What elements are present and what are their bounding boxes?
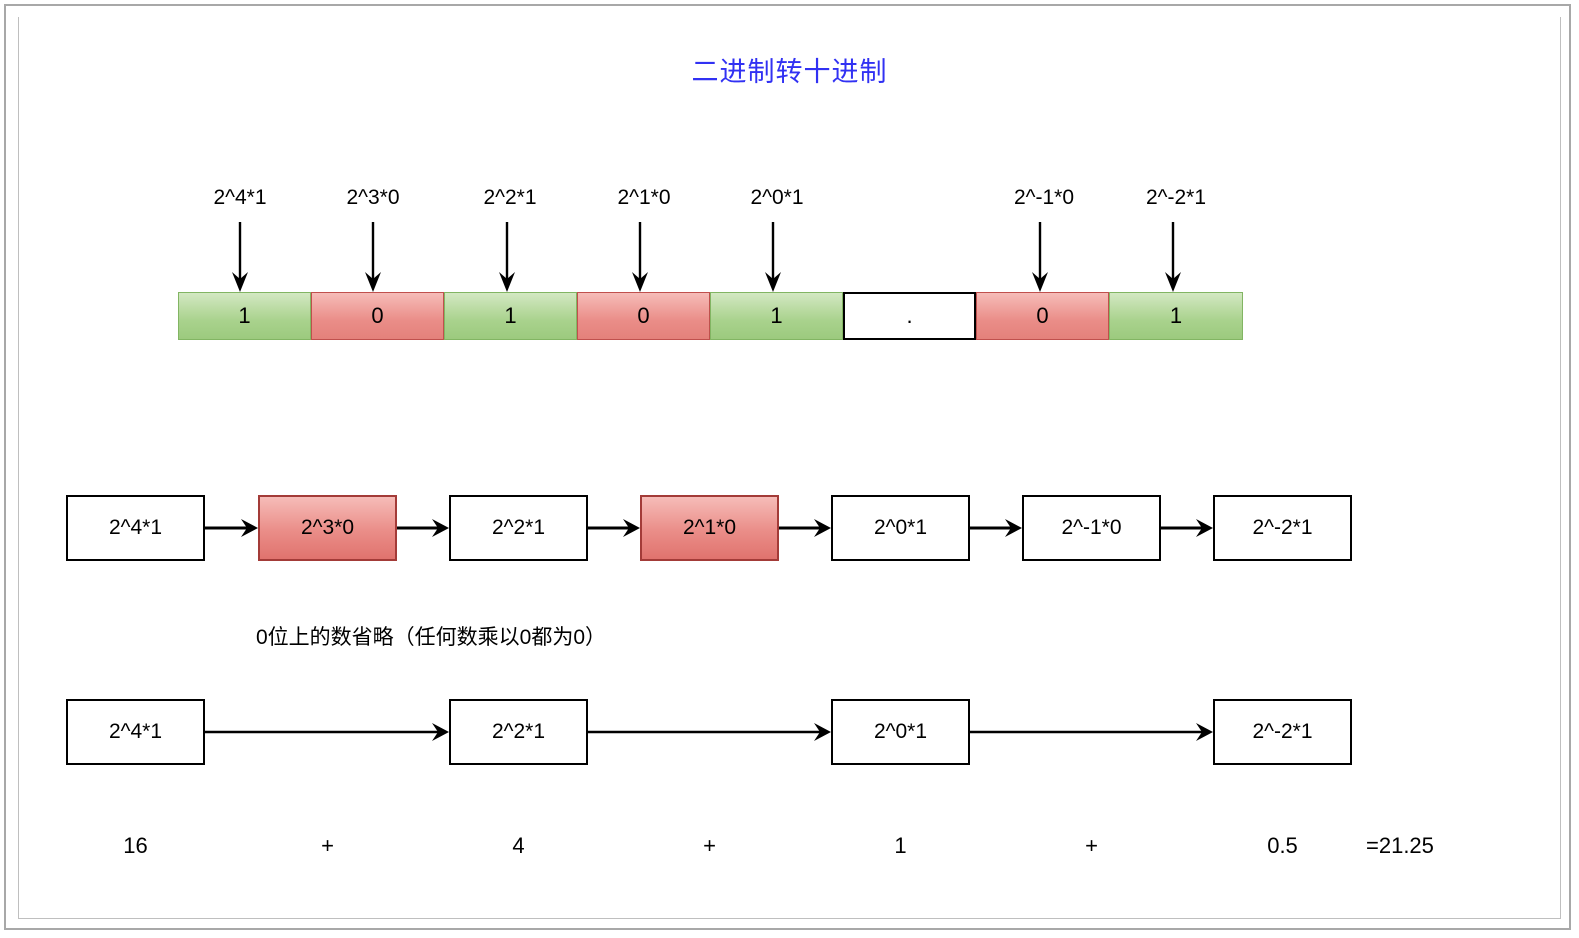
binary-cell-6[interactable]: 0 — [976, 292, 1109, 340]
down-arrow-5 — [1029, 222, 1051, 292]
power-label-0: 2^4*1 — [213, 186, 267, 209]
sum-result: =21.25 — [1366, 833, 1434, 858]
page-title: 二进制转十进制 — [691, 57, 888, 87]
down-arrow-6 — [1162, 222, 1184, 292]
sum-operator-0: + — [321, 833, 334, 858]
power-label-4: 2^0*1 — [750, 186, 804, 209]
flow-box-full-6[interactable]: 2^-2*1 — [1213, 495, 1352, 561]
binary-cell-4[interactable]: 1 — [710, 292, 843, 340]
flow-box-full-3[interactable]: 2^1*0 — [640, 495, 779, 561]
flow-box-reduced-1[interactable]: 2^2*1 — [449, 699, 588, 765]
sum-term-2: 1 — [894, 833, 907, 858]
binary-cell-2[interactable]: 1 — [444, 292, 577, 340]
omission-note: 0位上的数省略（任何数乘以0都为0） — [256, 626, 607, 649]
flow-arrow-full-0 — [205, 519, 258, 537]
binary-cell-1[interactable]: 0 — [311, 292, 444, 340]
power-label-3: 2^1*0 — [617, 186, 671, 209]
down-arrow-1 — [362, 222, 384, 292]
sum-operator-1: + — [703, 833, 716, 858]
binary-cell-7[interactable]: 1 — [1109, 292, 1243, 340]
power-label-5: 2^-1*0 — [1013, 186, 1075, 209]
flow-box-reduced-2[interactable]: 2^0*1 — [831, 699, 970, 765]
flow-arrow-full-2 — [588, 519, 640, 537]
flow-box-full-5[interactable]: 2^-1*0 — [1022, 495, 1161, 561]
sum-term-3: 0.5 — [1267, 833, 1298, 858]
outer-frame — [4, 4, 1571, 930]
flow-arrow-full-3 — [779, 519, 831, 537]
power-label-1: 2^3*0 — [346, 186, 400, 209]
sum-term-0: 16 — [123, 833, 148, 858]
flow-arrow-reduced-0 — [205, 723, 449, 741]
binary-strip: 1 0 1 0 1 . 0 1 — [178, 292, 1243, 340]
flow-arrow-full-4 — [970, 519, 1022, 537]
flow-box-full-1[interactable]: 2^3*0 — [258, 495, 397, 561]
flow-box-reduced-3[interactable]: 2^-2*1 — [1213, 699, 1352, 765]
down-arrow-2 — [496, 222, 518, 292]
flow-box-full-4[interactable]: 2^0*1 — [831, 495, 970, 561]
binary-cell-radix-point[interactable]: . — [843, 292, 976, 340]
down-arrow-0 — [229, 222, 251, 292]
power-label-6: 2^-2*1 — [1145, 186, 1207, 209]
flow-box-full-0[interactable]: 2^4*1 — [66, 495, 205, 561]
binary-cell-0[interactable]: 1 — [178, 292, 311, 340]
sum-term-1: 4 — [512, 833, 525, 858]
flow-box-full-2[interactable]: 2^2*1 — [449, 495, 588, 561]
flow-arrow-full-5 — [1161, 519, 1213, 537]
down-arrow-3 — [629, 222, 651, 292]
flow-box-reduced-0[interactable]: 2^4*1 — [66, 699, 205, 765]
flow-arrow-full-1 — [397, 519, 449, 537]
down-arrow-4 — [762, 222, 784, 292]
binary-cell-3[interactable]: 0 — [577, 292, 710, 340]
inner-frame — [18, 17, 1561, 919]
flow-arrow-reduced-1 — [588, 723, 831, 741]
sum-operator-2: + — [1085, 833, 1098, 858]
power-label-2: 2^2*1 — [483, 186, 537, 209]
flow-arrow-reduced-2 — [970, 723, 1213, 741]
